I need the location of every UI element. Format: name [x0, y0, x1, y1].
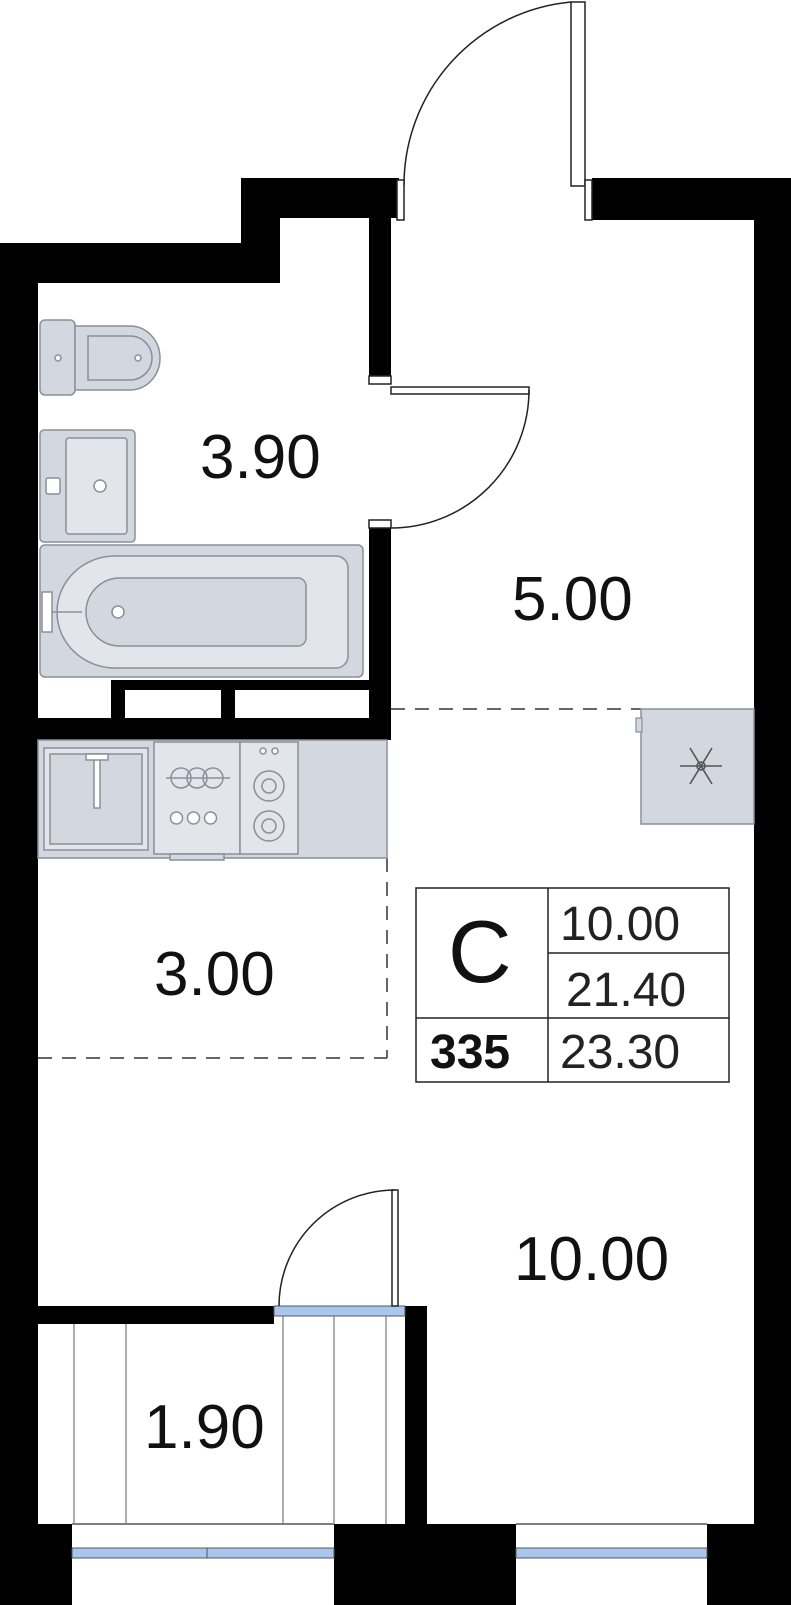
apartment-type-letter: С [448, 902, 512, 1001]
entrance-door-swing [403, 1, 572, 187]
summary-living-area: 10.00 [560, 898, 680, 951]
bathroom-door-swing [390, 389, 530, 529]
window-balcony-door [273, 1305, 406, 1317]
wall-bottom-mid [334, 1524, 516, 1605]
wall-bath-bottom [38, 718, 391, 740]
wall-bath-partition-lower [369, 528, 391, 738]
window-bottom-left [71, 1547, 335, 1559]
wall-bath-post-1 [111, 680, 125, 720]
room-labels: 3.90 5.00 3.00 10.00 1.90 [144, 423, 669, 1462]
wall-bath-partition-upper [369, 218, 391, 376]
balcony-area: 1.90 [144, 1393, 265, 1462]
living-area: 10.00 [514, 1225, 669, 1294]
kitchen-counter [37, 739, 388, 861]
dishwasher [153, 741, 241, 861]
balcony-door-swing [278, 1189, 396, 1307]
window-bottom-right [515, 1547, 708, 1559]
wall-bottom-right [707, 1524, 791, 1605]
wall-balcony-top [38, 1306, 274, 1324]
bathroom-area: 3.90 [200, 423, 321, 492]
balcony-door-leaf [391, 1189, 399, 1307]
apartment-number: 335 [430, 1026, 510, 1079]
wall-balcony-right [405, 1306, 427, 1526]
zone-lines [38, 708, 641, 1059]
entrance-door-leaf [570, 1, 586, 187]
balcony-railing [73, 1316, 387, 1524]
snowflake-icon [680, 747, 722, 785]
bathroom-fixtures [39, 319, 364, 678]
fridge [635, 708, 755, 825]
wall-top-mid [241, 178, 399, 218]
wall-bath-bottom-frame [111, 680, 391, 690]
summary-total-area: 21.40 [566, 964, 686, 1017]
doors [278, 1, 593, 1307]
summary-total-with-balcony: 23.30 [560, 1026, 680, 1079]
kitchen-sink [43, 747, 149, 851]
wall-right [754, 178, 791, 1605]
wall-top-left [0, 243, 280, 283]
bathroom-door-leaf [390, 386, 530, 395]
windows [71, 1305, 708, 1559]
wall-bath-post-2 [221, 680, 235, 720]
hall-area: 5.00 [512, 565, 633, 634]
walls [0, 178, 791, 1605]
bathroom-sink [39, 429, 136, 543]
toilet [39, 319, 161, 396]
wall-left [0, 243, 38, 1605]
wall-bottom-left [0, 1524, 72, 1605]
stove [239, 741, 299, 855]
summary-table: С 335 10.00 21.40 23.30 [415, 887, 730, 1083]
kitchen-area: 3.00 [154, 940, 275, 1009]
bathtub [39, 544, 364, 678]
